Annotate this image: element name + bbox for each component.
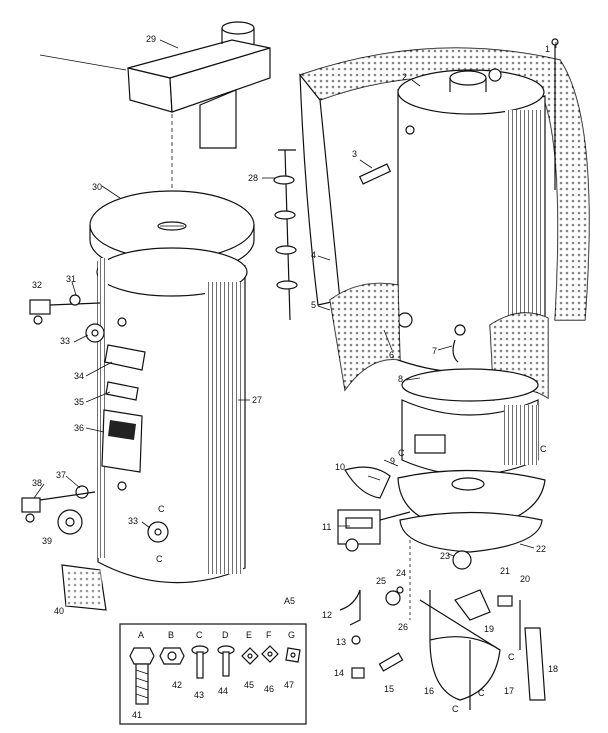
callout-5: 5 xyxy=(311,300,316,310)
callout-15: 15 xyxy=(384,684,394,694)
fastener-numbers: 41 42 43 44 45 46 47 xyxy=(132,680,294,720)
callout-24: 24 xyxy=(396,568,406,578)
letter-mark: C xyxy=(158,504,165,514)
callout-28: 28 xyxy=(248,173,258,183)
left-side-parts xyxy=(21,294,169,611)
page-code: A5 xyxy=(284,596,295,606)
letter-mark: C xyxy=(508,652,515,662)
fastener-number-41: 41 xyxy=(132,710,142,720)
fastener-number-42: 42 xyxy=(172,680,182,690)
callout-labels: 1 2 3 4 5 6 7 8 9 10 11 12 13 14 15 16 1… xyxy=(32,34,558,696)
callout-19: 19 xyxy=(484,624,494,634)
callout-20: 20 xyxy=(520,574,530,584)
callout-26: 26 xyxy=(398,622,408,632)
callout-7: 7 xyxy=(432,346,437,356)
callout-6: 6 xyxy=(389,350,394,360)
callout-40: 40 xyxy=(54,606,64,616)
flue-hood-assembly xyxy=(39,21,271,149)
letter-mark: C xyxy=(478,688,485,698)
callout-34: 34 xyxy=(74,371,84,381)
callout-18: 18 xyxy=(548,664,558,674)
fastener-letter-e: E xyxy=(246,630,252,640)
callout-9: 9 xyxy=(390,456,395,466)
callout-27: 27 xyxy=(252,395,262,405)
callout-17: 17 xyxy=(504,686,514,696)
fastener-letter-d: D xyxy=(222,630,229,640)
fastener-box xyxy=(119,623,307,725)
fastener-letter-b: B xyxy=(168,630,174,640)
fastener-number-45: 45 xyxy=(244,680,254,690)
fastener-number-46: 46 xyxy=(264,684,274,694)
callout-4: 4 xyxy=(311,250,316,260)
callout-16: 16 xyxy=(424,686,434,696)
callout-12: 12 xyxy=(322,610,332,620)
anode-rod-28 xyxy=(273,149,298,321)
gas-control-and-burner xyxy=(337,466,546,710)
callout-32: 32 xyxy=(32,280,42,290)
letter-mark: C xyxy=(156,554,163,564)
callout-23: 23 xyxy=(440,551,450,561)
insulation-blanket xyxy=(299,47,590,321)
callout-25: 25 xyxy=(376,576,386,586)
fastener-number-44: 44 xyxy=(218,686,228,696)
letter-mark: C xyxy=(540,444,547,454)
callout-14: 14 xyxy=(334,668,344,678)
letter-marks: C C C C C C C xyxy=(156,444,547,714)
callout-3: 3 xyxy=(352,149,357,159)
fastener-letter-f: F xyxy=(266,630,272,640)
jacket-top-cover xyxy=(89,190,255,275)
callout-35: 35 xyxy=(74,397,84,407)
fastener-letter-g: G xyxy=(288,630,295,640)
callout-2: 2 xyxy=(402,72,407,82)
letter-mark: C xyxy=(398,448,405,458)
callout-36: 36 xyxy=(74,423,84,433)
fastener-number-47: 47 xyxy=(284,680,294,690)
callout-8: 8 xyxy=(398,374,403,384)
combustion-chamber xyxy=(397,368,546,553)
outer-jacket xyxy=(96,247,248,584)
callout-31: 31 xyxy=(66,274,76,284)
callout-33-lower: 33 xyxy=(128,516,138,526)
callout-30: 30 xyxy=(92,182,102,192)
fastener-number-43: 43 xyxy=(194,690,204,700)
callout-1: 1 xyxy=(545,44,550,54)
leader-lines xyxy=(33,39,557,557)
callout-37: 37 xyxy=(56,470,66,480)
fastener-letter-a: A xyxy=(138,630,144,640)
callout-11: 11 xyxy=(322,522,331,532)
fastener-letter-c: C xyxy=(196,630,203,640)
callout-13: 13 xyxy=(336,637,346,647)
fastener-letters: A B C D E F G xyxy=(138,630,295,640)
callout-21: 21 xyxy=(500,566,510,576)
callout-39: 39 xyxy=(42,536,52,546)
callout-33-upper: 33 xyxy=(60,336,70,346)
callout-38: 38 xyxy=(32,478,42,488)
callout-29: 29 xyxy=(146,34,156,44)
letter-mark: C xyxy=(452,704,459,714)
callout-10: 10 xyxy=(335,462,345,472)
callout-22: 22 xyxy=(536,544,546,554)
